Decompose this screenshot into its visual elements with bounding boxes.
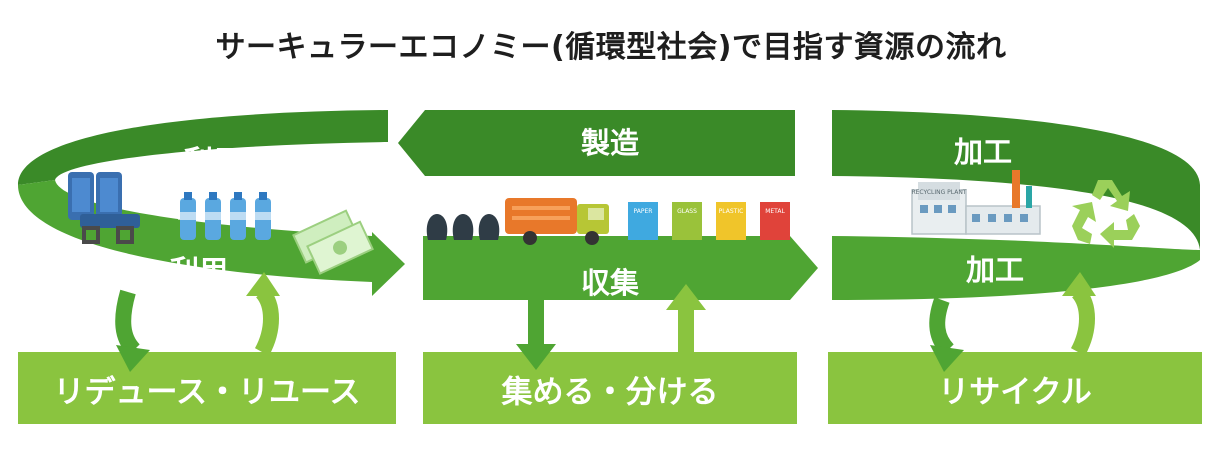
- bin-label-metal: METAL: [765, 208, 785, 215]
- label-mid-processing: 加工: [965, 253, 1025, 287]
- manufacturing-arrow: [398, 110, 795, 176]
- factory-icon: RECYCLING PLANT: [911, 170, 1041, 235]
- collection-arrow: [423, 236, 818, 300]
- airplane-seat-icon: [68, 172, 140, 244]
- bin-label-plastic: PLASTIC: [719, 208, 744, 215]
- bin-label-glass: GLASS: [677, 208, 697, 215]
- banknote-icon: [292, 209, 374, 275]
- water-bottle-icon: [178, 192, 274, 240]
- box-collect-sort: [423, 352, 797, 424]
- recycling-bin-icon: PAPER GLASS PLASTIC METAL: [628, 202, 790, 240]
- garbage-bag-icon: [426, 214, 500, 240]
- label-reduce-reuse: リデュース・リユース: [53, 374, 361, 411]
- box-reduce-reuse: [18, 352, 396, 424]
- straight-arrow-up-center: [678, 306, 694, 352]
- label-top-processing: 加工: [953, 135, 1013, 169]
- label-mid-collection: 収集: [580, 266, 640, 300]
- page-title: サーキュラーエコノミー(循環型社会)で目指す資源の流れ: [215, 30, 1007, 65]
- curved-arrow-up-left: [254, 286, 279, 356]
- label-recycle: リサイクル: [938, 374, 1092, 411]
- ring-band-left: [18, 110, 388, 185]
- left-band-arrowhead: [372, 232, 405, 296]
- label-top-use: 利用: [183, 144, 243, 178]
- curved-arrow-down-right: [929, 297, 955, 356]
- curved-arrow-up-right: [1070, 286, 1095, 356]
- factory-sign: RECYCLING PLANT: [911, 189, 966, 196]
- straight-arrow-down-center: [528, 300, 544, 348]
- bin-label-paper: PAPER: [634, 208, 653, 215]
- label-mid-use: 利用: [169, 254, 229, 288]
- label-top-manufacturing: 製造: [580, 126, 640, 160]
- recycle-icon: [1072, 180, 1140, 248]
- ring-band-right-lower: [832, 236, 1200, 300]
- curved-arrow-down-left: [115, 289, 141, 356]
- box-recycle: [828, 352, 1202, 424]
- garbage-truck-icon: [505, 198, 609, 245]
- label-collect-sort: 集める・分ける: [501, 374, 719, 411]
